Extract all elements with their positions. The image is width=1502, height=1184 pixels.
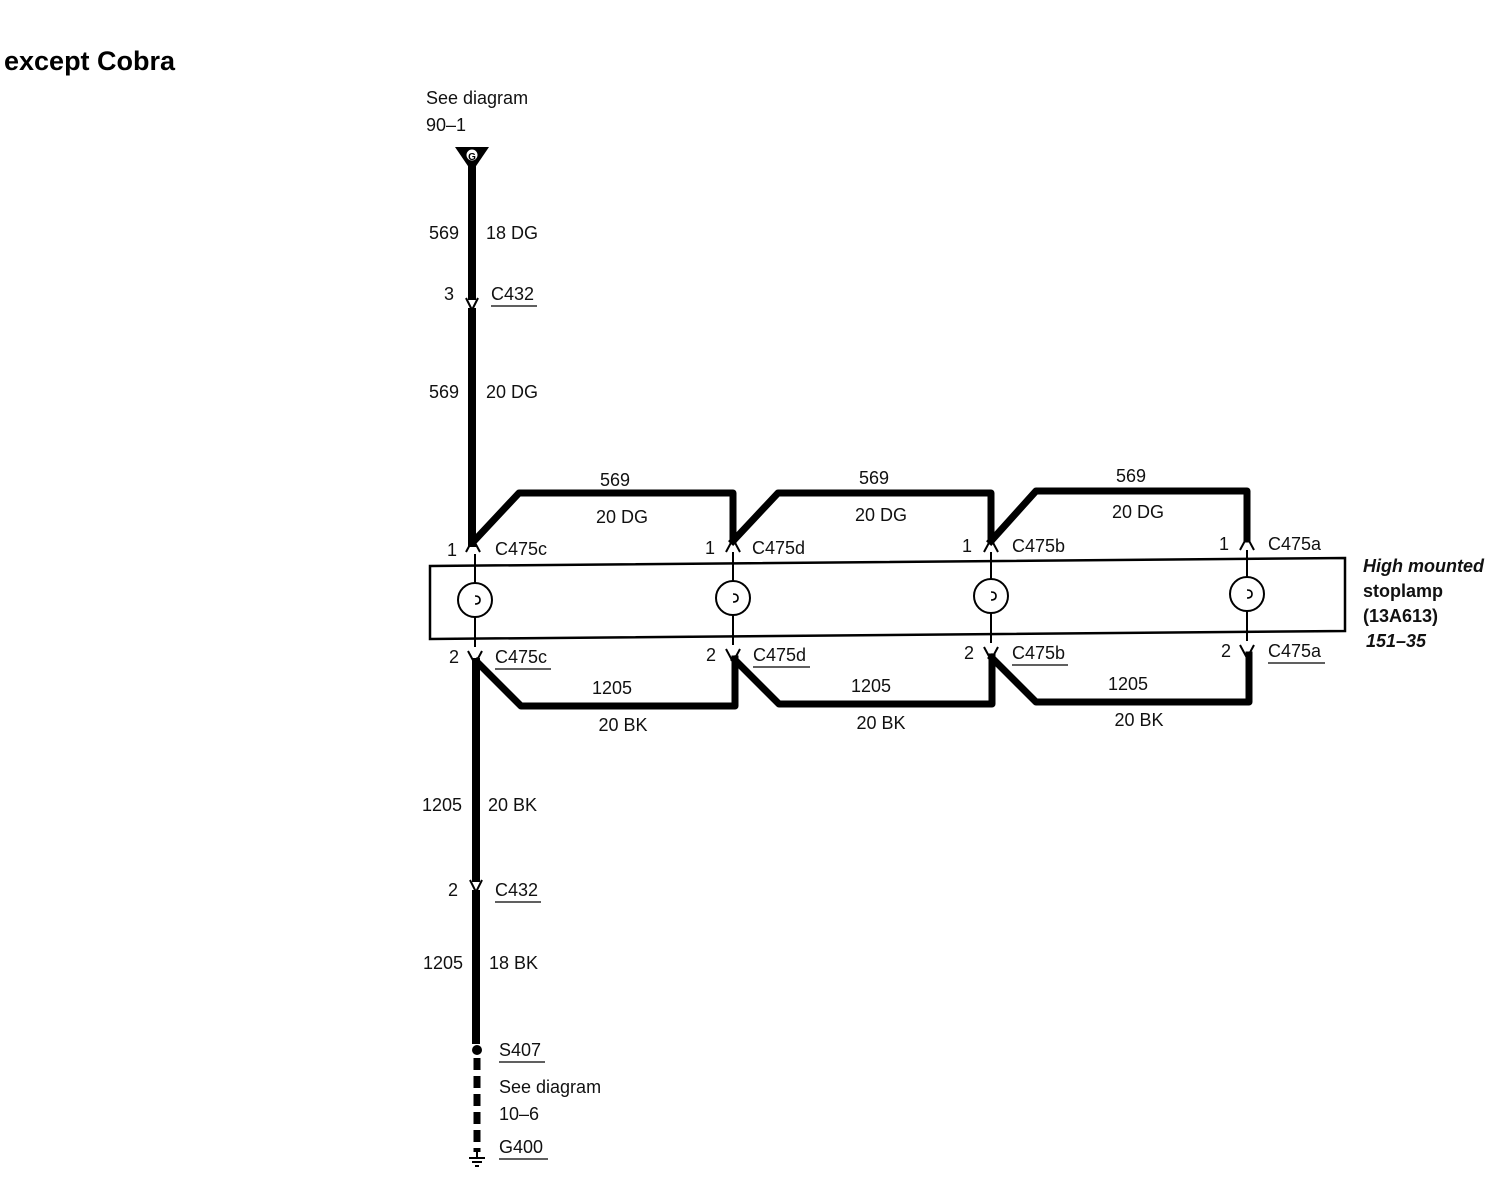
ground-jumper-2 [730, 653, 996, 708]
trunk-top-gauge-1: 18 DG [486, 223, 538, 243]
top-reference-line1: See diagram [426, 88, 528, 108]
c475d-bottom-pin: 2 [706, 645, 716, 665]
trunk-bottom-gauge-2: 18 BK [489, 953, 538, 973]
c475b-top-name: C475b [1012, 536, 1065, 556]
power-jumper-1 [469, 489, 737, 546]
trunk-top-circuit-1: 569 [429, 223, 459, 243]
ground-jumper-3 [987, 651, 1253, 706]
power-jumper-3 [986, 487, 1251, 546]
c432-bottom-name: C432 [495, 880, 538, 900]
trunk-bottom-gauge-1: 20 BK [488, 795, 537, 815]
c475c-top-pin: 1 [447, 540, 457, 560]
component-name-line1: High mounted [1363, 556, 1485, 576]
c432-bottom-pin: 2 [448, 880, 458, 900]
ground-jumper-3-circuit: 1205 [1108, 674, 1148, 694]
bulb-2-icon [715, 552, 751, 645]
trunk-bottom-circuit-1: 1205 [422, 795, 462, 815]
power-jumper-1-circuit: 569 [600, 470, 630, 490]
ground-jumper-1-circuit: 1205 [592, 678, 632, 698]
diagram-title: except Cobra [4, 46, 176, 76]
power-jumper-3-gauge: 20 DG [1112, 502, 1164, 522]
c475c-bottom-name: C475c [495, 647, 547, 667]
power-terminal-icon: G [455, 147, 489, 172]
c475d-top-name: C475d [752, 538, 805, 558]
power-jumper-3-circuit: 569 [1116, 466, 1146, 486]
trunk-top-gauge-2: 20 DG [486, 382, 538, 402]
connector-c432-bottom-icon [469, 879, 483, 893]
component-name-line2: stoplamp [1363, 581, 1443, 601]
c475c-top-name: C475c [495, 539, 547, 559]
trunk-bottom-circuit-2: 1205 [423, 953, 463, 973]
power-jumper-2 [728, 489, 995, 546]
component-part-number: (13A613) [1363, 606, 1438, 626]
c475a-top-name: C475a [1268, 534, 1322, 554]
c475c-bottom-pin: 2 [449, 647, 459, 667]
ground-icon [469, 1152, 485, 1167]
c475b-top-pin-icon [983, 536, 999, 553]
connector-c432-top-icon [465, 297, 479, 311]
terminal-letter: G [468, 152, 476, 163]
trunk-top-circuit-2: 569 [429, 382, 459, 402]
c475a-bottom-pin: 2 [1221, 641, 1231, 661]
bottom-reference-line2: 10–6 [499, 1104, 539, 1124]
ground-jumper-1 [472, 655, 739, 710]
c475b-bottom-name: C475b [1012, 643, 1065, 663]
bulb-1-icon [457, 554, 493, 647]
stoplamp-component-box [428, 556, 1347, 641]
ground-jumper-2-circuit: 1205 [851, 676, 891, 696]
c475a-bottom-name: C475a [1268, 641, 1322, 661]
c475b-bottom-pin: 2 [964, 643, 974, 663]
c432-top-name: C432 [491, 284, 534, 304]
ground-jumper-2-gauge: 20 BK [856, 713, 905, 733]
c475d-top-pin: 1 [705, 538, 715, 558]
c475c-top-pin-icon [465, 536, 481, 553]
c475a-top-pin-icon [1239, 534, 1255, 551]
bulb-4-icon [1229, 550, 1265, 641]
splice-name: S407 [499, 1040, 541, 1060]
power-jumper-1-gauge: 20 DG [596, 507, 648, 527]
bulb-3-icon [973, 552, 1009, 643]
component-page-ref: 151–35 [1366, 631, 1427, 651]
bottom-reference-line1: See diagram [499, 1077, 601, 1097]
c475d-top-pin-icon [725, 536, 741, 553]
c475b-top-pin: 1 [962, 536, 972, 556]
c432-top-pin: 3 [444, 284, 454, 304]
ground-jumper-1-gauge: 20 BK [598, 715, 647, 735]
c475d-bottom-name: C475d [753, 645, 806, 665]
ground-name: G400 [499, 1137, 543, 1157]
splice-s407-icon [472, 1045, 482, 1055]
c475a-top-pin: 1 [1219, 534, 1229, 554]
power-jumper-2-circuit: 569 [859, 468, 889, 488]
power-jumper-2-gauge: 20 DG [855, 505, 907, 525]
ground-jumper-3-gauge: 20 BK [1114, 710, 1163, 730]
top-reference-line2: 90–1 [426, 115, 466, 135]
